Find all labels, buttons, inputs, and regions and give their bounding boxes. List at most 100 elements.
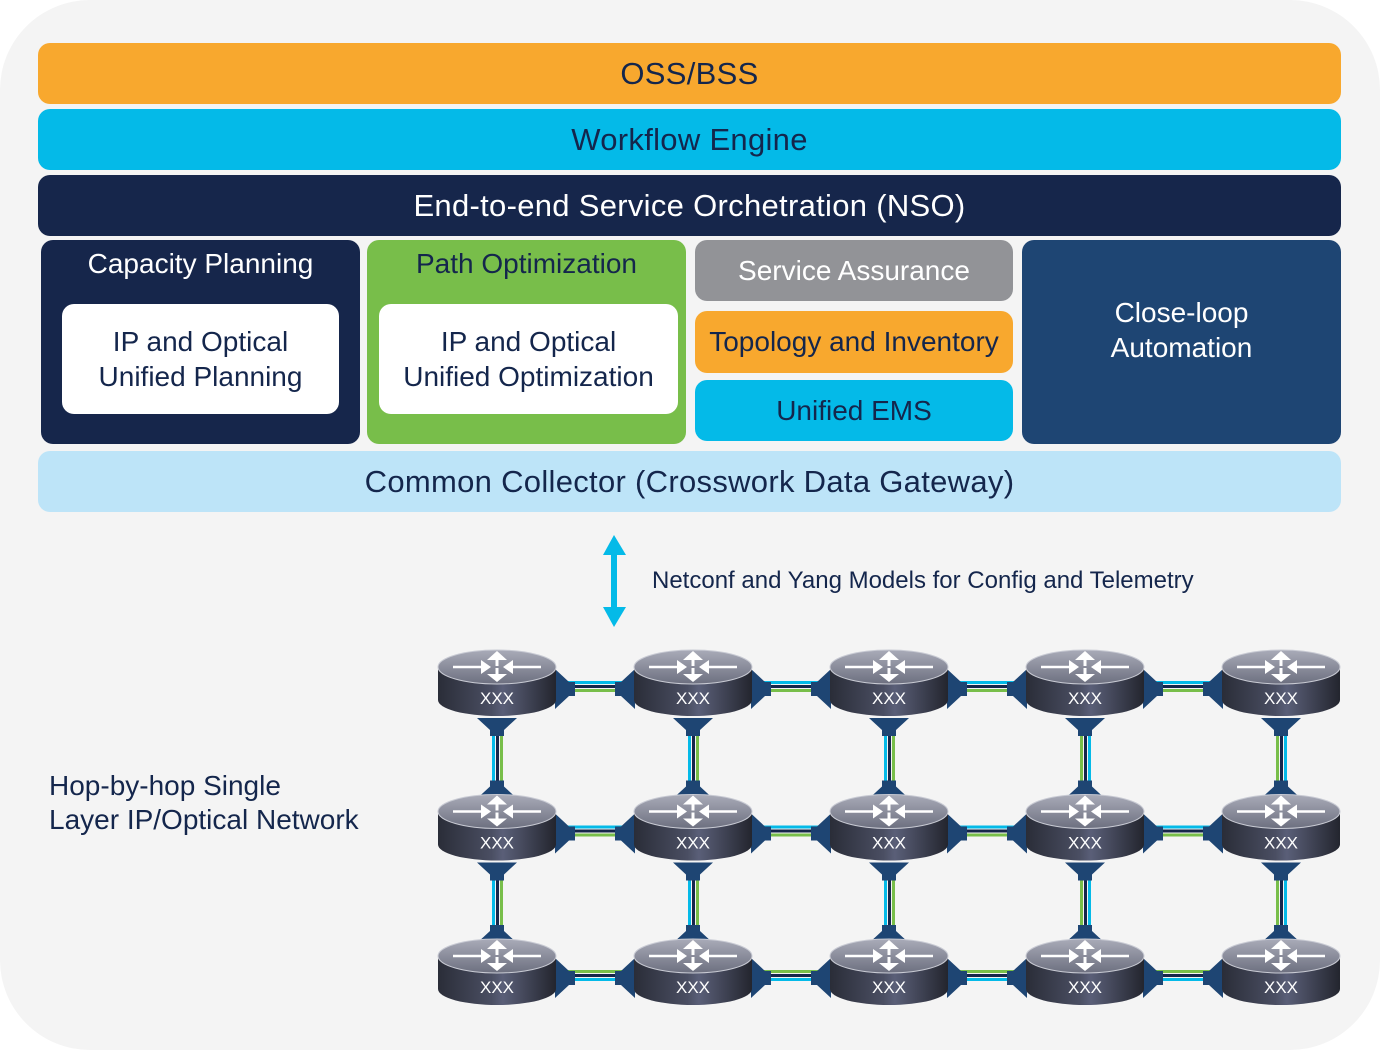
connector-icon xyxy=(751,669,771,709)
capacity-planning-module: Capacity Planning IP and Optical Unified… xyxy=(41,240,360,444)
horizontal-link xyxy=(751,958,831,998)
horizontal-link xyxy=(947,813,1027,854)
router-icon: XXX xyxy=(1025,794,1145,861)
vertical-link xyxy=(673,862,713,943)
connector-icon xyxy=(869,780,909,799)
workflow-engine-label: Workflow Engine xyxy=(571,121,808,157)
unified-ems-module: Unified EMS xyxy=(695,380,1013,441)
connector-icon xyxy=(555,669,575,709)
connector-icon xyxy=(947,813,967,854)
router-icon: XXX xyxy=(437,794,557,861)
connector-icon xyxy=(947,669,967,709)
router-label: XXX xyxy=(480,689,514,708)
router-label: XXX xyxy=(872,978,906,997)
horizontal-link xyxy=(1143,813,1223,854)
unified-ems-label: Unified EMS xyxy=(776,394,932,426)
horizontal-link xyxy=(751,669,831,709)
unified-planning-box: IP and Optical Unified Planning xyxy=(62,304,339,414)
router-label: XXX xyxy=(676,689,710,708)
connector-icon xyxy=(477,862,517,881)
router-icon: XXX xyxy=(829,794,949,861)
connector-icon xyxy=(869,862,909,881)
oss-bss-label: OSS/BSS xyxy=(620,55,759,91)
capacity-planning-title: Capacity Planning xyxy=(87,248,314,279)
service-assurance-module: Service Assurance xyxy=(695,240,1013,301)
connector-icon xyxy=(751,813,771,854)
connector-icon xyxy=(615,813,635,854)
connector-icon xyxy=(869,925,909,943)
connector-icon xyxy=(477,718,517,736)
network-label: Hop-by-hop Single Layer IP/Optical Netwo… xyxy=(49,769,359,837)
connector-icon xyxy=(811,958,831,998)
connector-icon xyxy=(811,669,831,709)
router-icon: XXX xyxy=(633,794,753,861)
connector-icon xyxy=(1143,958,1163,998)
connector-icon xyxy=(615,669,635,709)
router-label: XXX xyxy=(1068,689,1102,708)
router-label: XXX xyxy=(676,834,710,853)
router-label: XXX xyxy=(1264,978,1298,997)
connector-icon xyxy=(1143,813,1163,854)
router-label: XXX xyxy=(480,834,514,853)
close-loop-automation-module: Close-loop Automation xyxy=(1022,240,1341,444)
connector-icon xyxy=(1203,958,1223,998)
common-collector-label: Common Collector (Crosswork Data Gateway… xyxy=(364,463,1015,499)
router-icon: XXX xyxy=(633,938,753,1005)
path-optimization-title: Path Optimization xyxy=(416,248,637,279)
router-icon: XXX xyxy=(829,649,949,716)
horizontal-link xyxy=(751,813,831,854)
horizontal-link xyxy=(1143,958,1223,998)
connector-icon xyxy=(477,780,517,799)
router-icon: XXX xyxy=(633,649,753,716)
router-label: XXX xyxy=(1264,834,1298,853)
network-label-line1: Hop-by-hop Single xyxy=(49,770,281,801)
horizontal-link xyxy=(555,813,635,854)
router-icon: XXX xyxy=(437,938,557,1005)
close-loop-line2: Automation xyxy=(1110,332,1253,363)
vertical-link xyxy=(1261,862,1301,943)
router-label: XXX xyxy=(480,978,514,997)
connector-icon xyxy=(811,813,831,854)
horizontal-link xyxy=(947,958,1027,998)
bidirectional-arrow-icon xyxy=(603,535,626,627)
connector-icon xyxy=(1007,958,1027,998)
topology-inventory-module: Topology and Inventory xyxy=(695,311,1013,373)
router-label: XXX xyxy=(872,834,906,853)
horizontal-link xyxy=(947,669,1027,709)
workflow-engine-layer: Workflow Engine xyxy=(38,109,1341,170)
connector-icon xyxy=(1261,718,1301,736)
unified-planning-line1: IP and Optical xyxy=(112,326,289,357)
connector-icon xyxy=(869,718,909,736)
vertical-link xyxy=(673,718,713,799)
horizontal-link xyxy=(555,669,635,709)
router-label: XXX xyxy=(872,689,906,708)
common-collector-layer: Common Collector (Crosswork Data Gateway… xyxy=(38,451,1341,512)
nso-layer: End-to-end Service Orchetration (NSO) xyxy=(38,175,1341,236)
router-label: XXX xyxy=(1068,978,1102,997)
router-icon: XXX xyxy=(1221,794,1341,861)
connector-icon xyxy=(555,958,575,998)
oss-bss-layer: OSS/BSS xyxy=(38,43,1341,104)
horizontal-link xyxy=(1143,669,1223,709)
router-icon: XXX xyxy=(1025,649,1145,716)
connector-icon xyxy=(673,862,713,881)
horizontal-link xyxy=(555,958,635,998)
close-loop-line1: Close-loop xyxy=(1114,297,1249,328)
topology-inventory-label: Topology and Inventory xyxy=(709,326,999,357)
connector-icon xyxy=(1007,813,1027,854)
router-icon: XXX xyxy=(829,938,949,1005)
connector-icon xyxy=(1065,780,1105,799)
connector-icon xyxy=(615,958,635,998)
connector-icon xyxy=(751,958,771,998)
connector-icon xyxy=(1007,669,1027,709)
vertical-link xyxy=(477,862,517,943)
vertical-link xyxy=(869,862,909,943)
connector-icon xyxy=(555,813,575,854)
router-icon: XXX xyxy=(437,649,557,716)
vertical-link xyxy=(1261,718,1301,799)
connector-icon xyxy=(1203,669,1223,709)
router-icon: XXX xyxy=(1025,938,1145,1005)
vertical-link xyxy=(869,718,909,799)
router-label: XXX xyxy=(1068,834,1102,853)
